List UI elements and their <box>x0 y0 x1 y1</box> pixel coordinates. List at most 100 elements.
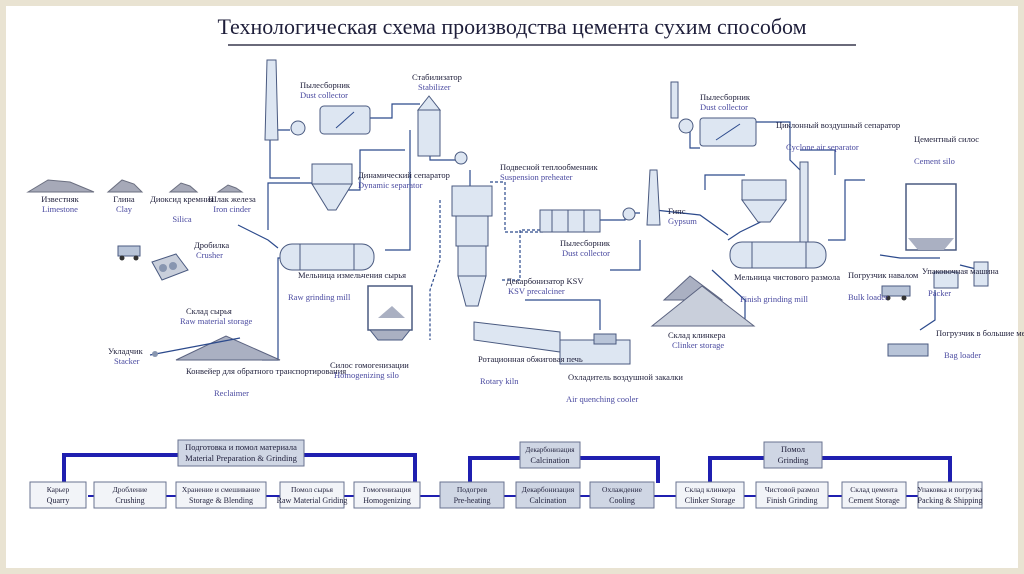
label-bag-loader-ru: Погрузчик в большие мешки <box>936 328 1024 338</box>
label-dust2-en: Dust collector <box>562 248 610 258</box>
label-clay-ru: Глина <box>113 194 135 204</box>
label-homo-silo-ru: Силос гомогенизации <box>330 360 409 370</box>
label-packer-en: Packer <box>928 288 951 298</box>
label-bag-loader-en: Bag loader <box>944 350 981 360</box>
label-clinker-en: Clinker storage <box>672 340 724 350</box>
process-step-ru: Гомогенизация <box>363 485 411 494</box>
process-step-en: Quarry <box>47 496 70 505</box>
label-finish-mill-ru: Мельница чистового размола <box>734 272 840 282</box>
process-step-ru: Карьер <box>47 485 70 494</box>
label-preheater-ru: Подвесной теплообменник <box>500 162 598 172</box>
group-3-en: Grinding <box>778 455 809 465</box>
clinker-storage <box>650 275 756 327</box>
label-cyclone-ru: Циклонный воздушный сепаратор <box>776 120 900 130</box>
label-dust2-ru: Пылесборник <box>560 238 611 248</box>
finish-grinding-mill <box>729 241 827 269</box>
label-clinker-ru: Склад клинкера <box>668 330 726 340</box>
process-step-ru: Хранение и смешивание <box>182 485 261 494</box>
label-raw-storage-en: Raw material storage <box>180 316 252 326</box>
label-bulk-en: Bulk loader <box>848 292 888 302</box>
group-2-ru: Декарбонизация <box>525 446 575 454</box>
label-kiln-en: Rotary kiln <box>480 376 519 386</box>
process-step-en: Calcination <box>530 496 567 505</box>
cyclone-air-separator <box>741 161 809 243</box>
label-homo-silo-en: Homogenizing silo <box>334 370 399 380</box>
process-step-ru: Декарбонизация <box>522 485 575 494</box>
label-kiln-ru: Ротационная обжиговая печь <box>478 354 583 364</box>
label-dyn-sep-ru: Динамический сепаратор <box>358 170 450 180</box>
group-1-en: Material Preparation & Grinding <box>185 453 297 463</box>
label-gypsum-ru: Гипс <box>668 206 686 216</box>
label-stabilizer-ru: Стабилизатор <box>412 72 462 82</box>
stabilizer <box>416 95 468 165</box>
process-step-ru: Чистовой размол <box>765 485 820 494</box>
process-step-en: Pre-heating <box>454 496 491 505</box>
process-step-box <box>589 481 655 509</box>
raw-material-piles <box>26 179 244 193</box>
label-limestone-ru: Известняк <box>41 194 79 204</box>
process-step-en: Crushing <box>115 496 144 505</box>
label-finish-mill-en: Finish grinding mill <box>740 294 809 304</box>
suspension-preheater <box>451 185 493 307</box>
label-dust3-ru: Пылесборник <box>700 92 751 102</box>
label-iron-ru: Шлак железа <box>208 194 256 204</box>
label-dust1-ru: Пылесборник <box>300 80 351 90</box>
title-underline <box>228 44 856 46</box>
process-step-en: Clinker Storage <box>685 496 736 505</box>
label-dyn-sep-en: Dynamic separator <box>358 180 423 190</box>
diagram-title: Технологическая схема производства цемен… <box>217 14 807 39</box>
raw-grinding-mill <box>279 243 375 271</box>
process-step-en: Cooling <box>609 496 635 505</box>
process-step-en: Packing & Shipping <box>918 496 983 505</box>
process-step-box <box>279 481 345 509</box>
process-step-en: Storage & Blending <box>189 496 253 505</box>
label-silica-ru: Диоксид кремния <box>150 194 214 204</box>
label-iron-en: Iron cinder <box>213 204 251 214</box>
process-step-ru: Склад клинкера <box>685 485 736 494</box>
group-1-ru: Подготовка и помол материала <box>185 442 297 452</box>
label-raw-mill-ru: Мельница измельчения сырья <box>298 270 406 280</box>
flow-lines <box>237 103 981 361</box>
label-dust1-en: Dust collector <box>300 90 348 100</box>
process-step-en: Homogenizing <box>363 496 411 505</box>
label-reclaimer-ru: Конвейер для обратного транспортирования <box>186 366 346 376</box>
label-preheater-en: Suspension preheater <box>500 172 573 182</box>
process-step-box <box>917 481 983 509</box>
label-gypsum-en: Gypsum <box>668 216 697 226</box>
process-step-ru: Охлаждение <box>602 485 643 494</box>
process-step-en: Finish Grinding <box>767 496 818 505</box>
label-clay-en: Clay <box>116 204 133 214</box>
label-bulk-ru: Погрузчик навалом <box>848 270 919 280</box>
crusher-unit <box>117 245 189 281</box>
label-crusher-en: Crusher <box>196 250 223 260</box>
label-cyclone-en: Cyclone air separator <box>786 142 859 152</box>
group-2-en: Calcination <box>530 455 570 465</box>
process-group-boxes <box>177 439 823 469</box>
label-precalciner-en: KSV precalciner <box>508 286 565 296</box>
chimney-1 <box>264 59 279 141</box>
process-step-box <box>175 481 267 509</box>
raw-storage-pile <box>149 335 281 361</box>
process-step-en: Raw Material Griding <box>277 496 348 505</box>
process-step-en: Cement Storage <box>848 496 900 505</box>
homogenizing-silo <box>367 285 413 341</box>
process-step-ru: Подогрев <box>457 485 488 494</box>
process-step-box <box>755 481 829 509</box>
label-cement-silo-ru: Цементный силос <box>914 134 979 144</box>
cement-silo <box>905 183 957 251</box>
label-packer-ru: Упаковочная машина <box>922 266 999 276</box>
label-raw-mill-en: Raw grinding mill <box>288 292 351 302</box>
process-step-ru: Дробление <box>113 485 148 494</box>
label-precalciner-ru: Декарбонизатор KSV <box>506 276 584 286</box>
label-cement-silo-en: Cement silo <box>914 156 955 166</box>
loaders <box>881 261 989 357</box>
process-step-box <box>675 481 745 509</box>
label-raw-storage-ru: Склад сырья <box>186 306 232 316</box>
label-cooler-ru: Охладитель воздушной закалки <box>568 372 683 382</box>
process-step-box <box>29 481 87 509</box>
process-step-ru: Помол сырья <box>291 485 334 494</box>
dust-collector-3 <box>670 81 757 147</box>
